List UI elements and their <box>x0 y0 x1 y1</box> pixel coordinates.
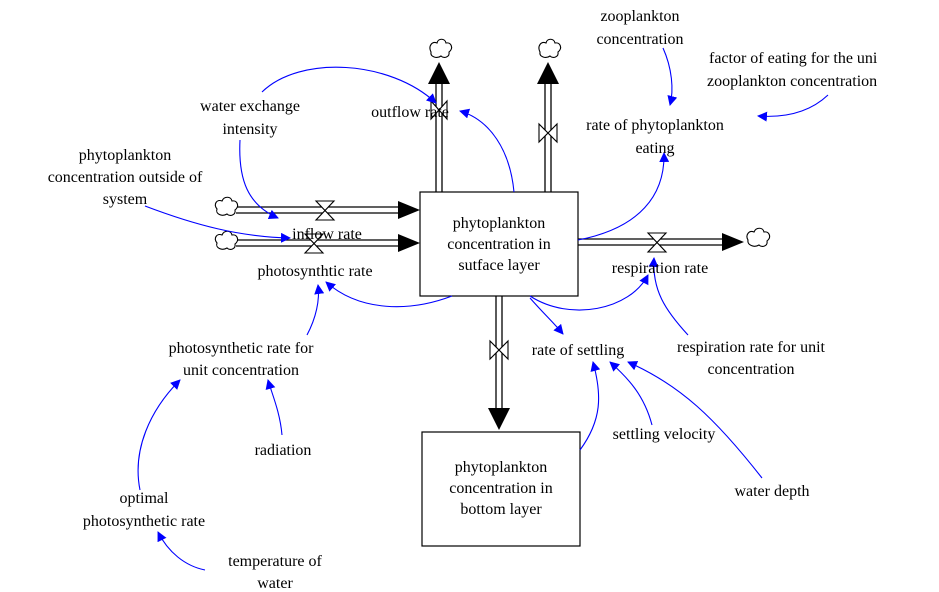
rate-of-phytoplankton-eating-label[interactable]: rate of phytoplankton eating <box>586 117 724 157</box>
link-surface-to-photosynthtic <box>325 281 453 308</box>
bottom-layer-stock[interactable]: phytoplankton concentration in bottom la… <box>421 431 581 547</box>
link-surface-to-eating <box>577 152 670 241</box>
link-zooplankton-to-eating <box>662 47 678 106</box>
eating-valve-icon <box>538 122 558 144</box>
eating-cloud-icon <box>538 38 562 58</box>
svg-text:respiration rate for unit: respiration rate for unit <box>677 339 826 356</box>
inflow-valve-icon <box>314 200 336 221</box>
svg-text:bottom layer: bottom layer <box>460 501 542 518</box>
photosynthesis-valve-icon <box>303 233 325 254</box>
settling-velocity-label[interactable]: settling velocity <box>613 426 716 443</box>
inflow-rate-label[interactable]: inflow rate <box>292 226 362 243</box>
eating-pipe <box>537 62 559 192</box>
stock-label: sutface layer <box>458 257 540 274</box>
svg-text:eating: eating <box>635 140 674 157</box>
settling-pipe <box>488 296 510 430</box>
svg-text:radiation: radiation <box>255 442 312 459</box>
link-resp-unit-to-respiration <box>648 257 689 336</box>
optimal-photosynthetic-rate-label[interactable]: optimal photosynthetic rate <box>83 490 205 530</box>
svg-text:settling velocity: settling velocity <box>613 426 716 443</box>
svg-text:photosynthetic rate: photosynthetic rate <box>83 513 205 530</box>
svg-text:unit concentration: unit concentration <box>183 362 299 379</box>
svg-text:optimal: optimal <box>120 490 169 507</box>
link-optimal-to-photorate-unit <box>137 379 181 491</box>
svg-text:water exchange: water exchange <box>200 98 300 115</box>
stock-label: bottom layer <box>460 501 542 518</box>
svg-text:system: system <box>103 191 148 208</box>
factor-of-eating-label[interactable]: factor of eating for the uni zooplankton… <box>707 50 878 90</box>
svg-text:temperature of: temperature of <box>228 553 322 570</box>
outflow-rate-label[interactable]: outflow rate <box>371 104 449 121</box>
svg-text:rate of phytoplankton: rate of phytoplankton <box>586 117 724 134</box>
svg-text:water depth: water depth <box>734 483 809 500</box>
link-surface-to-respiration <box>529 274 649 311</box>
temperature-of-water-label[interactable]: temperature of water <box>228 553 322 592</box>
link-water-depth-to-settling <box>627 361 763 479</box>
svg-text:phytoplankton: phytoplankton <box>455 459 547 476</box>
svg-text:concentration in: concentration in <box>447 236 551 253</box>
svg-text:water: water <box>257 575 293 592</box>
inflow-cloud-icon <box>214 196 239 216</box>
link-water-exchange-to-outflow <box>261 66 437 104</box>
svg-text:phytoplankton: phytoplankton <box>79 147 171 164</box>
stock-label: concentration in <box>449 480 553 497</box>
respiration-cloud-icon <box>746 227 771 247</box>
respiration-valve-icon <box>646 232 668 253</box>
link-factor-to-eating <box>757 94 829 122</box>
photosynthesis-cloud-icon <box>214 230 239 250</box>
svg-text:intensity: intensity <box>222 121 277 138</box>
svg-text:respiration rate: respiration rate <box>612 260 708 277</box>
svg-text:zooplankton: zooplankton <box>600 8 679 25</box>
radiation-label[interactable]: radiation <box>255 442 312 459</box>
outflow-cloud-icon <box>429 38 453 58</box>
svg-text:photosynthtic rate: photosynthtic rate <box>257 263 372 280</box>
link-water-exchange-to-inflow <box>239 139 279 220</box>
surface-layer-stock[interactable]: phytoplankton concentration in sutface l… <box>419 191 579 297</box>
svg-text:outflow rate: outflow rate <box>371 104 449 121</box>
link-photorate-unit-to-photosynthtic <box>306 284 325 336</box>
svg-text:rate of settling: rate of settling <box>532 342 624 359</box>
settling-valve-icon <box>489 339 509 361</box>
svg-text:factor of eating for the uni: factor of eating for the uni <box>709 50 878 67</box>
photosynthtic-rate-label[interactable]: photosynthtic rate <box>257 263 372 280</box>
link-outside-to-inflow <box>144 205 291 243</box>
svg-text:concentration: concentration <box>707 361 794 378</box>
phytoplankton-outside-label[interactable]: phytoplankton concentration outside of s… <box>48 147 203 208</box>
link-surface-to-outflow <box>459 108 515 193</box>
svg-text:phytoplankton: phytoplankton <box>453 215 545 232</box>
link-radiation-to-photorate-unit <box>265 379 283 436</box>
link-surface-to-settling <box>529 297 564 335</box>
svg-text:concentration: concentration <box>596 31 683 48</box>
outflow-pipe <box>428 62 450 192</box>
link-temperature-to-optimal <box>157 531 206 571</box>
svg-text:concentration outside of: concentration outside of <box>48 169 203 186</box>
link-bottom-to-settling <box>579 361 601 451</box>
respiration-pipe <box>578 233 744 251</box>
respiration-rate-for-unit-concentration-label[interactable]: respiration rate for unit concentration <box>677 339 826 378</box>
svg-text:zooplankton concentration: zooplankton concentration <box>707 73 877 90</box>
zooplankton-concentration-label[interactable]: zooplankton concentration <box>596 8 683 48</box>
link-settling-velocity-to-settling <box>609 361 653 426</box>
stock-label: concentration in <box>447 236 551 253</box>
respiration-rate-label[interactable]: respiration rate <box>612 260 708 277</box>
svg-text:inflow rate: inflow rate <box>292 226 362 243</box>
photosynthetic-rate-for-unit-concentration-label[interactable]: photosynthetic rate for unit concentrati… <box>169 340 315 379</box>
svg-text:concentration in: concentration in <box>449 480 553 497</box>
svg-text:photosynthetic rate for: photosynthetic rate for <box>169 340 315 357</box>
inflow-pipe <box>236 201 420 219</box>
water-exchange-intensity-label[interactable]: water exchange intensity <box>200 98 300 138</box>
stock-label: phytoplankton <box>455 459 547 476</box>
water-depth-label[interactable]: water depth <box>734 483 809 500</box>
rate-of-settling-label[interactable]: rate of settling <box>532 342 624 359</box>
svg-text:sutface layer: sutface layer <box>458 257 540 274</box>
stock-label: phytoplankton <box>453 215 545 232</box>
